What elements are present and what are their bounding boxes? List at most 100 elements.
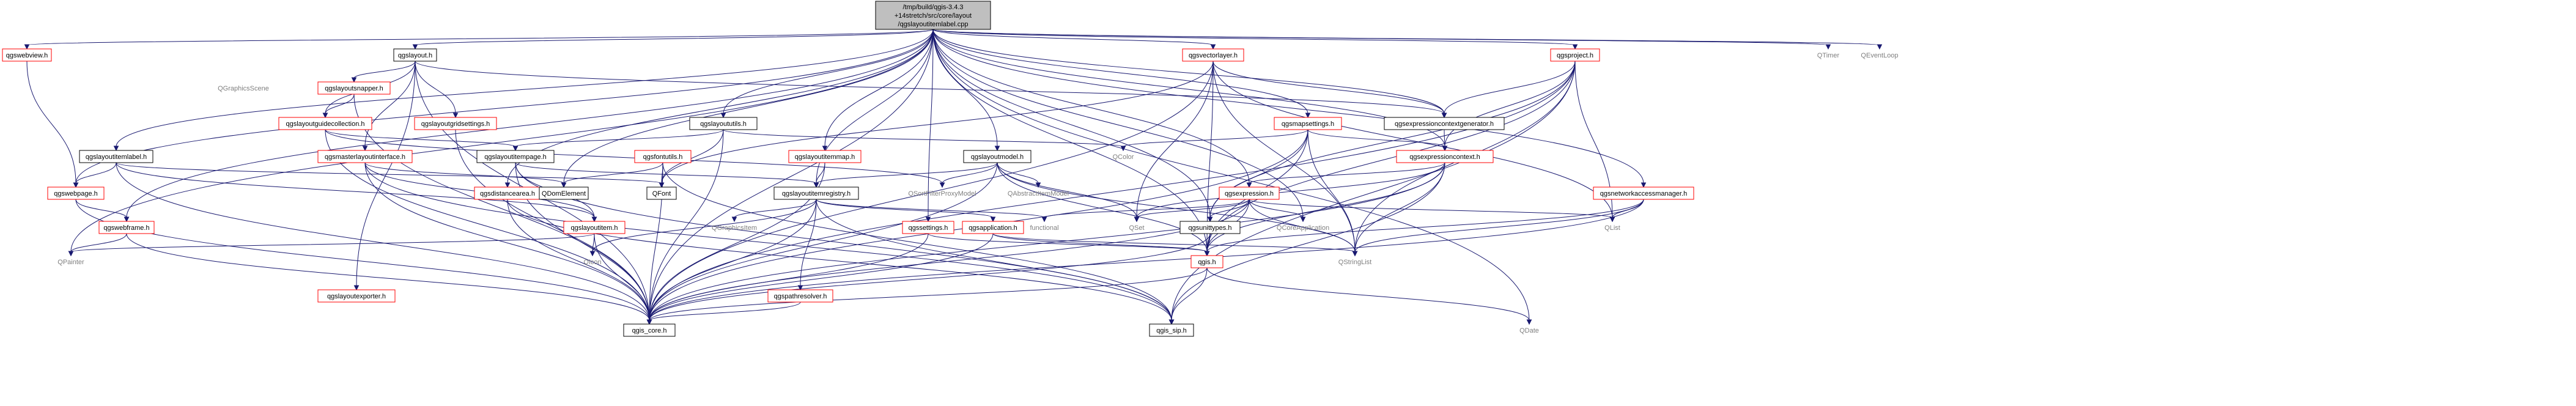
node-qgslayoutsnapper[interactable]: qgslayoutsnapper.h	[317, 81, 391, 95]
svg-text:QStringList: QStringList	[1338, 259, 1371, 266]
arrowhead-qgsproject-to-qgsexpressioncontextgenerator	[1441, 113, 1447, 119]
edge-root-to-qgis-core	[649, 29, 934, 321]
arrowhead-qgsproject-to-qgsunittypes	[1207, 216, 1213, 223]
arrowhead-qgslayout-to-qgslayoutgridsettings	[452, 113, 459, 119]
node-qgsfontutils[interactable]: qgsfontutils.h	[634, 150, 692, 163]
arrowhead-qgslayoutitem-to-qicon	[589, 251, 596, 257]
edge-qgsexpressioncontext-to-qgsexpression	[1249, 162, 1445, 184]
arrowhead-qgslayoutmodel-to-qgslayoutitemregistry	[813, 182, 819, 188]
arrowhead-qgsproject-to-qgsexpressioncontext	[1442, 146, 1448, 152]
node-qgis[interactable]: qgis.h	[1190, 255, 1223, 268]
edge-qgsmapsettings-to-qgsexpressioncontext	[1307, 129, 1445, 147]
node-qgswebframe[interactable]: qgswebframe.h	[98, 221, 155, 234]
node-qgslayoutitempage[interactable]: qgslayoutitempage.h	[476, 150, 555, 163]
svg-text:qgslayoutexporter.h: qgslayoutexporter.h	[327, 293, 386, 300]
edge-qgslayoutitemlabel-to-qfont	[116, 162, 662, 184]
svg-text:qgslayoutitemlabel.h: qgslayoutitemlabel.h	[86, 153, 147, 161]
node-qgraphicsscene[interactable]: QGraphicsScene	[214, 82, 273, 94]
edge-qgsnetworkaccessmanager-to-qstringlist	[1354, 199, 1644, 253]
node-qtimer[interactable]: QTimer	[1810, 49, 1847, 61]
arrowhead-qgsexpressioncontext-to-qgsexpression	[1246, 182, 1252, 188]
svg-text:QColor: QColor	[1113, 153, 1134, 161]
node-qsortfilterproxymodel[interactable]: QSortFilterProxyModel	[902, 187, 982, 199]
node-qgsvectorlayer[interactable]: qgsvectorlayer.h	[1182, 48, 1244, 62]
svg-text:QGraphicsItem: QGraphicsItem	[712, 224, 757, 232]
edge-root-to-qgsexpressioncontextgenerator	[932, 29, 1445, 114]
node-qgslayoututils[interactable]: qgslayoututils.h	[689, 117, 758, 130]
node-qgslayoutitemregistry[interactable]: qgslayoutitemregistry.h	[773, 186, 859, 200]
node-qset[interactable]: QSet	[1124, 221, 1150, 234]
node-qstringlist[interactable]: QStringList	[1330, 256, 1379, 268]
svg-text:QFont: QFont	[652, 190, 671, 197]
node-qgslayoutitemlabel[interactable]: qgslayoutitemlabel.h	[79, 150, 153, 163]
node-qgsapplication[interactable]: qgsapplication.h	[962, 221, 1024, 234]
node-qcoreapplication[interactable]: QCoreApplication	[1269, 221, 1337, 234]
node-qcolor[interactable]: QColor	[1107, 150, 1140, 163]
edge-qgslayoutitemregistry-to-functional	[816, 199, 1045, 218]
edge-root-to-qgslayoutmodel	[932, 29, 998, 147]
arrowhead-root-to-qgsproject	[1572, 44, 1578, 50]
edge-qgsvectorlayer-to-qset	[1136, 61, 1214, 218]
svg-text:qgslayoutitem.h: qgslayoutitem.h	[570, 224, 618, 232]
node-qgraphicsitem[interactable]: QGraphicsItem	[708, 221, 761, 234]
node-qgis-sip[interactable]: qgis_sip.h	[1149, 323, 1194, 337]
node-qgslayoutexporter[interactable]: qgslayoutexporter.h	[317, 289, 396, 303]
node-qicon[interactable]: QIcon	[578, 256, 607, 268]
svg-text:qgswebpage.h: qgswebpage.h	[54, 190, 98, 197]
node-qlist[interactable]: QList	[1600, 221, 1625, 234]
arrowhead-root-to-qgswebview	[24, 44, 30, 50]
arrowhead-qgis-to-qdate	[1526, 319, 1532, 325]
svg-text:qgslayoutgridsettings.h: qgslayoutgridsettings.h	[421, 120, 490, 128]
arrowhead-qgsnetworkaccessmanager-to-qlist	[1609, 216, 1615, 223]
svg-text:qgsmapsettings.h: qgsmapsettings.h	[1282, 120, 1334, 128]
node-qgslayout[interactable]: qgslayout.h	[393, 48, 437, 62]
arrowhead-qgslayout-to-qgsmasterlayoutinterface	[362, 146, 368, 152]
edge-root-to-qgsproject	[932, 29, 1576, 46]
node-qgsdistancearea[interactable]: qgsdistancearea.h	[474, 186, 541, 200]
edge-qgsproject-to-qgis-sip	[1171, 61, 1576, 321]
edge-qgsproject-to-qgis-core	[649, 61, 1576, 321]
node-qgspathresolver[interactable]: qgspathresolver.h	[767, 289, 833, 303]
svg-text:QList: QList	[1604, 224, 1620, 232]
svg-text:qgis.h: qgis.h	[1198, 259, 1216, 266]
edge-qgspathresolver-to-qgis-core	[649, 301, 801, 321]
edge-qgsexpression-to-qstringlist	[1249, 199, 1356, 253]
edge-qgsmapsettings-to-qstringlist	[1307, 129, 1356, 253]
node-qgsexpression[interactable]: qgsexpression.h	[1219, 186, 1280, 200]
svg-text:qgsunittypes.h: qgsunittypes.h	[1189, 224, 1232, 232]
node-qpainter[interactable]: QPainter	[51, 256, 90, 268]
node-qgsexpressioncontext[interactable]: qgsexpressioncontext.h	[1396, 150, 1494, 163]
node-qgsmasterlayoutinterface[interactable]: qgsmasterlayoutinterface.h	[317, 150, 413, 163]
arrowhead-qgslayoutitemregistry-to-qgsapplication	[990, 216, 996, 223]
arrowhead-qgsvectorlayer-to-qfont	[659, 182, 665, 188]
node-qgsproject[interactable]: qgsproject.h	[1550, 48, 1600, 62]
node-qgslayoutgridsettings[interactable]: qgslayoutgridsettings.h	[414, 117, 497, 130]
node-qgsunittypes[interactable]: qgsunittypes.h	[1179, 221, 1241, 234]
node-qgsmapsettings[interactable]: qgsmapsettings.h	[1274, 117, 1342, 130]
edge-root-to-qtimer	[932, 29, 1829, 46]
node-qgsexpressioncontextgenerator[interactable]: qgsexpressioncontextgenerator.h	[1384, 117, 1505, 130]
edge-root-to-qgslayout	[415, 29, 934, 46]
node-qgslayoutmodel[interactable]: qgslayoutmodel.h	[963, 150, 1032, 163]
node-qeventloop[interactable]: QEventLoop	[1855, 49, 1904, 61]
node-qgslayoutitemmap[interactable]: qgslayoutitemmap.h	[788, 150, 862, 163]
node-qgswebpage[interactable]: qgswebpage.h	[47, 186, 105, 200]
node-qgssettings[interactable]: qgssettings.h	[902, 221, 954, 234]
node-qgsnetworkaccessmanager[interactable]: qgsnetworkaccessmanager.h	[1593, 186, 1694, 200]
edge-qgsnetworkaccessmanager-to-qlist	[1612, 199, 1644, 218]
node-qdomelement[interactable]: QDomElement	[539, 186, 589, 200]
node-qgslayoutguidecollection[interactable]: qgslayoutguidecollection.h	[278, 117, 372, 130]
node-qdate[interactable]: QDate	[1514, 324, 1544, 336]
edge-qgsunittypes-to-qgis-core	[649, 233, 1211, 321]
svg-text:functional: functional	[1030, 224, 1058, 232]
node-functional[interactable]: functional	[1025, 221, 1064, 234]
node-qgis-core[interactable]: qgis_core.h	[623, 323, 676, 337]
node-qgswebview[interactable]: qgswebview.h	[2, 48, 52, 62]
node-qgslayoutitem[interactable]: qgslayoutitem.h	[563, 221, 626, 234]
edge-qgslayoutitemregistry-to-qgis-sip	[816, 199, 1172, 321]
node-qfont[interactable]: QFont	[646, 186, 677, 200]
svg-text:QIcon: QIcon	[583, 259, 601, 266]
node-qabstractitemmodel[interactable]: QAbstractItemModel	[1003, 187, 1074, 199]
edge-qgslayoutitem-to-qgis-core	[594, 233, 650, 321]
svg-text:qgis_core.h: qgis_core.h	[632, 327, 667, 334]
